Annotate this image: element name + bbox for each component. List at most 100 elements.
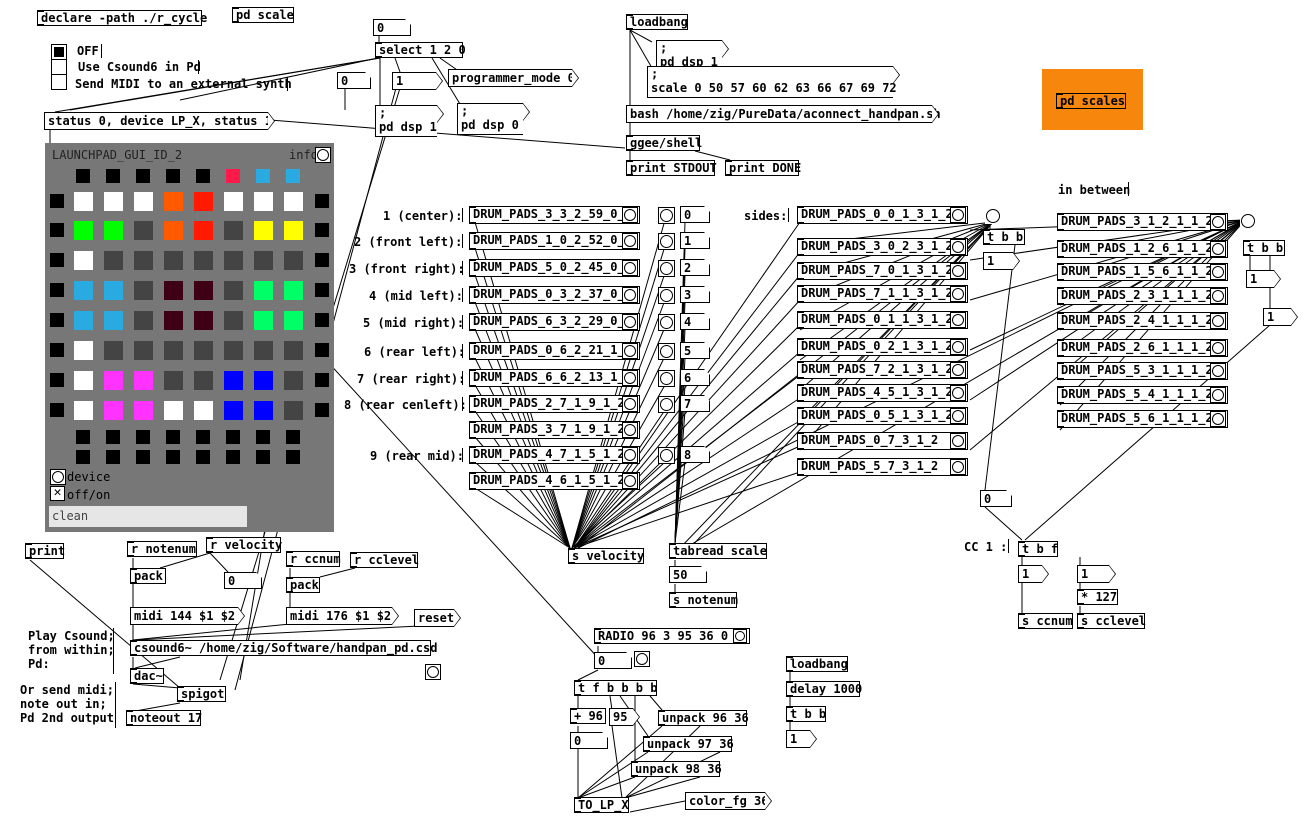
grid-pad[interactable] xyxy=(104,192,123,211)
grid-pad[interactable] xyxy=(164,401,183,420)
radio-output-bang[interactable] xyxy=(634,651,650,667)
grid-pad[interactable] xyxy=(224,221,243,240)
grid-pad[interactable] xyxy=(284,311,303,330)
drum-pads-object[interactable]: DRUM_PADS_4_7_1_5_1_2 xyxy=(469,446,640,464)
plus-96[interactable]: + 96 xyxy=(570,708,606,724)
grid-pad[interactable] xyxy=(254,371,273,390)
pd-dsp0-msg[interactable]: ;pd dsp 0 xyxy=(457,103,530,135)
device-bang[interactable] xyxy=(50,469,66,485)
side-pads-object[interactable]: DRUM_PADS_7_2_1_3_1_2 xyxy=(797,361,968,379)
between-pads-object[interactable]: DRUM_PADS_2_6_1_1_1_2 xyxy=(1057,339,1228,357)
left-column-pad[interactable] xyxy=(50,313,64,327)
grid-pad[interactable] xyxy=(74,192,93,211)
pad-bang[interactable] xyxy=(950,339,966,355)
bash-msg[interactable]: bash /home/zig/PureData/aconnect_handpan… xyxy=(626,105,941,123)
grid-pad[interactable] xyxy=(104,251,123,270)
sides-zero-atom[interactable]: 0 xyxy=(980,490,1012,507)
grid-pad[interactable] xyxy=(104,341,123,360)
bottom-row-pad[interactable] xyxy=(136,450,150,464)
side-pads-object[interactable]: DRUM_PADS_3_0_2_3_1_2 xyxy=(797,238,968,256)
grid-pad[interactable] xyxy=(224,341,243,360)
velocity-bang[interactable] xyxy=(658,447,675,464)
between-one-msg-a[interactable]: 1 xyxy=(1246,270,1281,288)
right-column-pad[interactable] xyxy=(315,313,329,327)
grid-pad[interactable] xyxy=(284,251,303,270)
grid-pad[interactable] xyxy=(164,341,183,360)
bottom-row-pad[interactable] xyxy=(106,430,120,444)
pad-bang[interactable] xyxy=(622,343,638,359)
pad-index-atom[interactable]: 0 xyxy=(680,206,710,223)
bottom-row-pad[interactable] xyxy=(286,450,300,464)
info-bang[interactable] xyxy=(315,147,331,163)
grid-pad[interactable] xyxy=(74,341,93,360)
left-column-pad[interactable] xyxy=(50,373,64,387)
s-velocity[interactable]: s velocity xyxy=(568,548,644,564)
bottom-row-pad[interactable] xyxy=(166,450,180,464)
pd-scales-canvas[interactable]: pd scales xyxy=(1042,69,1143,130)
bottom-row-pad[interactable] xyxy=(76,450,90,464)
grid-pad[interactable] xyxy=(254,192,273,211)
right-column-pad[interactable] xyxy=(315,223,329,237)
delay-1000[interactable]: delay 1000 xyxy=(786,681,862,697)
to-lp-x[interactable]: TO_LP_X xyxy=(574,797,629,813)
r-ccnum[interactable]: r ccnum xyxy=(286,551,341,567)
top-row-pad[interactable] xyxy=(226,169,240,183)
grid-pad[interactable] xyxy=(164,251,183,270)
grid-pad[interactable] xyxy=(224,401,243,420)
pd-dsp1-msg[interactable]: ;pd dsp 1 xyxy=(375,105,444,137)
sides-one-msg[interactable]: 1 xyxy=(983,252,1020,270)
grid-pad[interactable] xyxy=(74,371,93,390)
pd-scale-subpatch[interactable]: pd scale xyxy=(232,7,294,23)
csound-object[interactable]: csound6~ /home/zig/Software/handpan_pd.c… xyxy=(130,640,437,656)
pad-bang[interactable] xyxy=(622,370,638,386)
pad-bang[interactable] xyxy=(950,433,966,449)
grid-pad[interactable] xyxy=(284,192,303,211)
velocity-bang[interactable] xyxy=(658,343,675,360)
pad-bang[interactable] xyxy=(622,314,638,330)
top-row-pad[interactable] xyxy=(106,169,120,183)
drum-pads-object[interactable]: DRUM_PADS_3_3_2_59_0_2 xyxy=(469,206,640,224)
offon-toggle[interactable]: ✕ xyxy=(50,486,65,501)
side-pads-object[interactable]: DRUM_PADS_0_2_1_3_1_2 xyxy=(797,338,968,356)
between-one-msg-b[interactable]: 1 xyxy=(1263,308,1298,326)
pad-bang[interactable] xyxy=(622,233,638,249)
grid-pad[interactable] xyxy=(194,251,213,270)
right-column-pad[interactable] xyxy=(315,373,329,387)
drum-pads-object[interactable]: DRUM_PADS_0_6_2_21_1_2 xyxy=(469,342,640,360)
print-stdout[interactable]: print STDOUT xyxy=(626,160,717,176)
side-pads-object[interactable]: DRUM_PADS_0_7_3_1_2 xyxy=(797,432,968,450)
between-trigger[interactable]: t b b xyxy=(1243,240,1285,256)
left-column-pad[interactable] xyxy=(50,343,64,357)
grid-pad[interactable] xyxy=(104,221,123,240)
pad-bang[interactable] xyxy=(1210,214,1226,230)
grid-pad[interactable] xyxy=(134,281,153,300)
grid-pad[interactable] xyxy=(284,281,303,300)
velocity-bang[interactable] xyxy=(658,396,675,413)
number-atom-top[interactable]: 0 xyxy=(373,19,411,36)
side-pads-object[interactable]: DRUM_PADS_4_5_1_3_1_2 xyxy=(797,384,968,402)
loadbang-bottom[interactable]: loadbang xyxy=(786,656,848,672)
s-notenum[interactable]: s notenum xyxy=(669,592,738,608)
velocity-bang[interactable] xyxy=(658,233,675,250)
grid-pad[interactable] xyxy=(164,192,183,211)
grid-pad[interactable] xyxy=(254,341,273,360)
right-column-pad[interactable] xyxy=(315,194,329,208)
pad-bang[interactable] xyxy=(1210,264,1226,280)
unpack-96[interactable]: unpack 96 36 xyxy=(658,710,749,726)
cc-one-msg[interactable]: 1 xyxy=(1018,565,1049,583)
fifty-atom[interactable]: 50 xyxy=(669,566,707,583)
trigger-fbbbb[interactable]: t f b b b b xyxy=(574,680,657,696)
msg-one[interactable]: 1 xyxy=(392,72,443,90)
s-cclevel[interactable]: s cclevel xyxy=(1077,613,1146,629)
grid-pad[interactable] xyxy=(194,221,213,240)
select-object[interactable]: select 1 2 0 xyxy=(375,42,466,58)
right-column-pad[interactable] xyxy=(315,403,329,417)
pad-bang[interactable] xyxy=(950,263,966,279)
r-cclevel[interactable]: r cclevel xyxy=(350,552,419,568)
velocity-bang[interactable] xyxy=(658,370,675,387)
pad-bang[interactable] xyxy=(950,239,966,255)
between-pads-object[interactable]: DRUM_PADS_5_4_1_1_1_2 xyxy=(1057,386,1228,404)
side-pads-object[interactable]: DRUM_PADS_7_1_1_3_1_2 xyxy=(797,285,968,303)
multiply-127[interactable]: * 127 xyxy=(1077,589,1118,605)
pad-bang[interactable] xyxy=(1210,411,1226,427)
